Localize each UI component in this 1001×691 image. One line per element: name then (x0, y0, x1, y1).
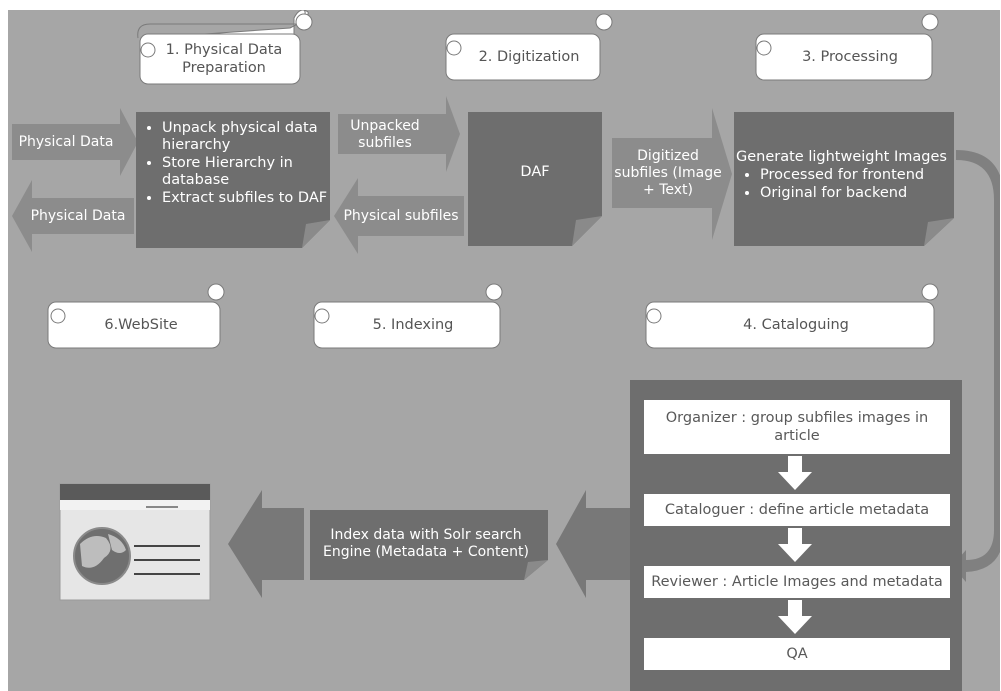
scroll-step-4 (645, 283, 939, 349)
preparation-item: Unpack physical data hierarchy (162, 120, 332, 154)
cataloguing-cataloguer: Cataloguer : define article metadata (644, 494, 950, 526)
cataloguing-reviewer: Reviewer : Article Images and metadata (644, 566, 950, 598)
arrow-unpacked-subfiles (338, 96, 460, 172)
curved-arrow-processing-to-cataloguing (952, 150, 1000, 582)
arrow-to-indexing (556, 490, 630, 598)
label-unpacked-subfiles: Unpacked subfiles (350, 118, 420, 151)
preparation-list: Unpack physical data hierarchy Store Hie… (142, 120, 332, 208)
step-5-title: 5. Indexing (372, 317, 454, 333)
indexing-text: Index data with Solr search Engine (Meta… (323, 527, 529, 560)
scroll-step-6 (47, 283, 225, 349)
processing-list: Processed for frontend Original for back… (740, 167, 960, 203)
step-2-title: 2. Digitization (478, 49, 580, 65)
preparation-item: Store Hierarchy in database (162, 155, 332, 189)
label-physical-subfiles: Physical subfiles (343, 207, 459, 224)
cataloguing-qa: QA (644, 638, 950, 670)
scroll-step-2 (445, 13, 613, 81)
scroll-step-3 (755, 13, 939, 81)
label-physical-data-out: Physical Data (30, 207, 126, 224)
scroll-step-5 (313, 283, 503, 349)
daf-label: DAF (520, 163, 550, 180)
arrow-physical-subfiles (334, 178, 464, 254)
processing-box (734, 112, 954, 246)
arrow-digitized-subfiles (612, 108, 732, 240)
cataloguing-organizer: Organizer : group subfiles images in art… (644, 400, 950, 454)
arrow-physical-data-out (12, 180, 134, 252)
preparation-item: Extract subfiles to DAF (162, 190, 332, 207)
process-diagram: 1. Physical Data Preparation 2. Digitiza… (8, 10, 1000, 691)
processing-item: Processed for frontend (760, 167, 960, 184)
indexing-box (310, 510, 548, 580)
label-physical-data-in: Physical Data (18, 133, 114, 150)
scroll-step-1 (137, 10, 313, 85)
label-digitized-subfiles: Digitized subfiles (Image + Text) (614, 147, 722, 198)
website-illustration (59, 483, 211, 601)
step-3-title: 3. Processing (802, 49, 898, 65)
processing-title: Generate lightweight Images (736, 148, 947, 165)
step-4-title: 4. Cataloguing (743, 317, 849, 333)
preparation-box (136, 112, 330, 248)
arrow-to-website (228, 490, 304, 598)
processing-item: Original for backend (760, 185, 960, 202)
daf-box (468, 112, 602, 246)
step-6-title: 6.WebSite (104, 317, 178, 333)
arrow-physical-data-in (12, 108, 138, 176)
step-1-title: 1. Physical Data Preparation (165, 42, 283, 76)
